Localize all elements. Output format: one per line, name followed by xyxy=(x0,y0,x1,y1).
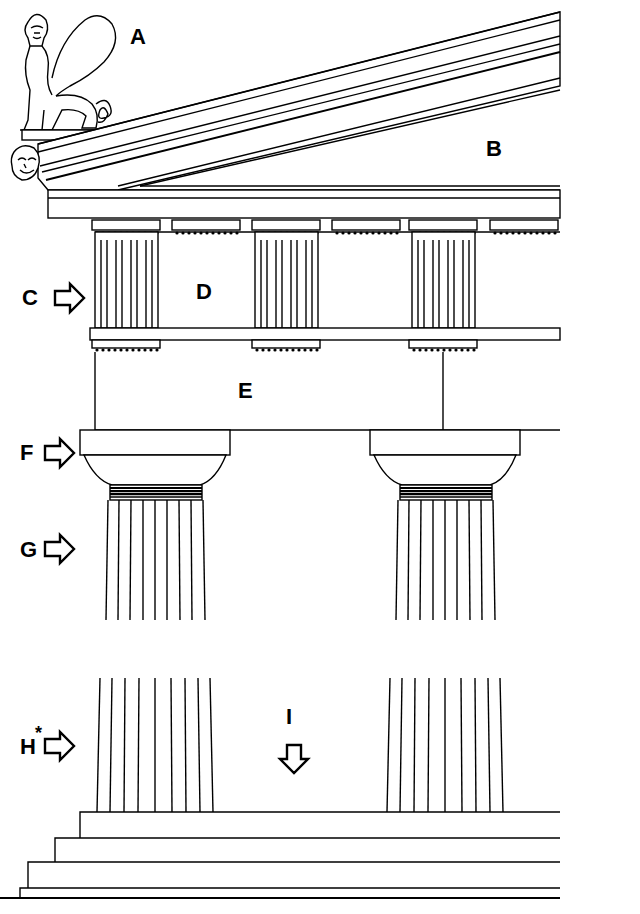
part-letter: I xyxy=(286,706,292,728)
pediment xyxy=(11,12,560,218)
part-letter: H xyxy=(20,736,36,758)
part-letter: C xyxy=(22,287,38,309)
sphinx-acroterion xyxy=(20,14,116,140)
pointer-arrows xyxy=(45,284,308,773)
part-letter: A xyxy=(130,26,146,48)
architrave xyxy=(95,352,560,430)
part-letter: D xyxy=(196,281,212,303)
frieze xyxy=(90,220,560,352)
part-letter: E xyxy=(238,380,253,402)
part-letter: F xyxy=(20,442,33,464)
part-letter: G xyxy=(20,539,37,561)
part-letter: B xyxy=(486,138,502,160)
footnote-mark: * xyxy=(35,724,42,742)
columns xyxy=(80,430,520,812)
stylobate xyxy=(0,812,560,898)
